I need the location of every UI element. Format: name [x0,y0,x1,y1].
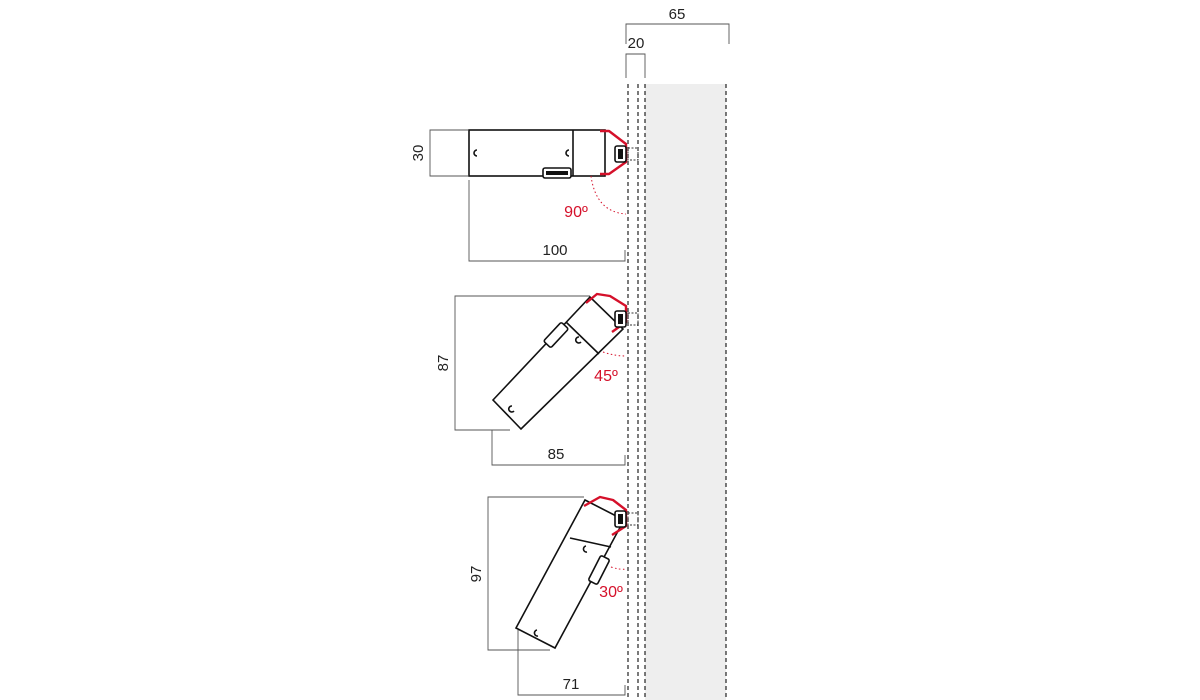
height-30-bracket [487,496,584,651]
length-45-label: 85 [548,446,565,463]
angle-90-label: 90º [564,204,588,221]
spotlight-90: 30 100 90º [410,129,639,262]
track-profile [627,84,727,700]
length-90-label: 100 [542,242,567,259]
length-30-bracket [517,630,626,696]
track-depth-label: 20 [628,35,645,52]
length-90-bracket [468,180,626,262]
length-45-bracket [491,430,626,466]
spotlight-30: 97 71 30º [468,495,639,696]
driver-box-30 [588,555,610,585]
spot-body-90 [468,129,606,177]
height-45-label: 87 [435,355,452,372]
height-30-label: 97 [468,566,485,583]
driver-box-45 [543,322,569,348]
track-width-label: 65 [669,6,686,23]
height-90-label: 30 [410,145,427,162]
spotlight-45: 87 85 45º [435,292,639,466]
track-width-dimension: 65 [625,6,730,44]
track-body [645,84,726,700]
height-90-bracket [429,129,468,177]
length-30-label: 71 [563,676,580,693]
height-45-bracket [454,295,590,431]
spot-body-30 [514,498,626,650]
track-depth-dimension: 20 [625,35,646,78]
angle-30-label: 30º [599,584,623,601]
angle-45-label: 45º [594,368,618,385]
